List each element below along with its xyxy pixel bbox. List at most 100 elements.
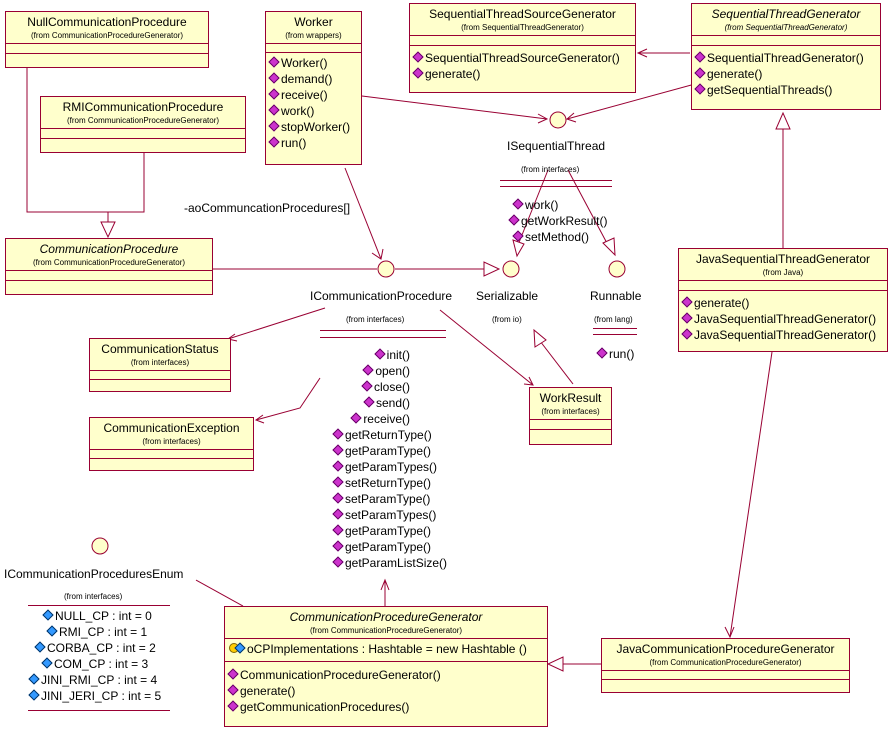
interface-name-runnable: Runnable [590, 289, 642, 303]
operation: getParamTypes() [332, 459, 447, 475]
operation: getWorkResult() [508, 213, 607, 229]
edge-worker-icp [344, 167, 382, 260]
class-work-result[interactable]: WorkResult (from interfaces) [529, 387, 612, 445]
icp-interface-circle [377, 260, 395, 278]
operation-icon [268, 136, 280, 148]
enum-constant: JINI_RMI_CP : int = 4 [28, 672, 161, 688]
operation-icon [332, 428, 344, 440]
class-package: (from SequentialThreadGenerator) [461, 23, 584, 32]
class-rmi-communication-procedure[interactable]: RMICommunicationProcedure (from Communic… [40, 96, 246, 153]
class-java-sequential-thread-generator[interactable]: JavaSequentialThreadGenerator (from Java… [678, 248, 888, 352]
class-communication-status[interactable]: CommunicationStatus (from interfaces) [89, 338, 231, 392]
class-worker[interactable]: Worker (from wrappers) Worker() demand()… [265, 11, 362, 165]
class-name: JavaSequentialThreadGenerator [695, 252, 871, 266]
operation-icon [227, 668, 239, 680]
operation: generate() [679, 295, 887, 311]
operation-icon [694, 51, 706, 63]
interface-package: (from interfaces) [64, 592, 123, 601]
class-name: NullCommunicationProcedure [27, 15, 187, 29]
operation-icon [268, 56, 280, 68]
attribute-icon [42, 609, 54, 621]
interface-name-serializable: Serializable [476, 289, 539, 303]
real-arrow-icp-serial [483, 261, 501, 277]
class-package: (from interfaces) [142, 437, 201, 446]
operation: getParamType() [332, 443, 447, 459]
operation-icon [268, 120, 280, 132]
class-java-communication-procedure-generator[interactable]: JavaCommunicationProcedureGenerator (fro… [601, 638, 850, 693]
class-null-communication-procedure[interactable]: NullCommunicationProcedure (from Communi… [5, 11, 209, 68]
operation-icon [412, 51, 424, 63]
class-package: (from CommunicationProcedureGenerator) [32, 258, 186, 267]
edge-icp-status [227, 307, 326, 340]
operation-icon [681, 328, 693, 340]
class-communication-exception[interactable]: CommunicationException (from interfaces) [89, 417, 254, 471]
interface-name-icommunicationproceduresenum: ICommunicationProceduresEnum [4, 567, 184, 581]
operation: receive() [266, 87, 361, 103]
interface-name-icommunicationprocedure: ICommunicationProcedure [310, 289, 453, 303]
iseq-interface-circle [549, 111, 567, 129]
operation: demand() [266, 71, 361, 87]
operation-icon [508, 214, 520, 226]
class-package: (from Java) [762, 268, 804, 277]
edge-enum-cpgen [195, 579, 244, 607]
edge-icp-workresult [439, 309, 534, 386]
class-sequential-thread-generator[interactable]: SequentialThreadGenerator (from Sequenti… [691, 3, 881, 110]
serializable-interface-circle [502, 260, 520, 278]
interface-package: (from interfaces) [346, 315, 405, 324]
class-name: CommunicationProcedure [39, 242, 179, 256]
operation: run() [266, 135, 361, 151]
edge-null-to-commproc [26, 67, 109, 222]
class-communication-procedure[interactable]: CommunicationProcedure (from Communicati… [5, 238, 213, 295]
operation-icon [332, 524, 344, 536]
class-name: SequentialThreadSourceGenerator [429, 7, 616, 21]
operation: SequentialThreadSourceGenerator() [410, 50, 635, 66]
class-package: (from wrappers) [285, 31, 342, 40]
edge-iseq-serial [517, 169, 549, 246]
class-communication-procedure-generator[interactable]: CommunicationProcedureGenerator (from Co… [224, 606, 548, 727]
operation-icon [373, 348, 386, 360]
operation-icon [362, 364, 374, 376]
operation: getParamType() [332, 539, 447, 555]
icommunicationprocedure-operations-2: getReturnType() getParamType() getParamT… [332, 427, 447, 571]
interface-package: (from lang) [594, 315, 633, 324]
class-package: (from CommunicationProcedureGenerator) [30, 31, 184, 40]
operation-icon [268, 104, 280, 116]
operation: generate() [692, 66, 880, 82]
isequentialthread-operations: work() getWorkResult() setMethod() [508, 197, 607, 245]
icommunicationprocedure-operations: init() open() close() send() receive() [330, 347, 410, 427]
enum-constant: CORBA_CP : int = 2 [30, 640, 161, 656]
operation: receive() [330, 411, 410, 427]
interface-package: (from io) [492, 315, 522, 324]
enum-constant: RMI_CP : int = 1 [30, 624, 161, 640]
class-package: (from interfaces) [541, 407, 600, 416]
operation: getCommunicationProcedures() [225, 699, 547, 715]
operation-icon [227, 700, 239, 712]
class-sequential-thread-source-generator[interactable]: SequentialThreadSourceGenerator (from Se… [409, 3, 636, 93]
operation: generate() [225, 683, 547, 699]
operation-icon [694, 67, 706, 79]
operation-icon [332, 556, 344, 568]
attribute-icon [34, 641, 46, 653]
runnable-interface-circle [608, 260, 626, 278]
class-package: (from SequentialThreadGenerator) [724, 23, 848, 32]
operation: work() [266, 103, 361, 119]
operation-icon [681, 296, 693, 308]
class-package: (from CommunicationProcedureGenerator) [66, 116, 220, 125]
operation: JavaSequentialThreadGenerator() [679, 327, 887, 343]
attribute-icon [41, 657, 53, 669]
operation: getSequentialThreads() [692, 82, 880, 98]
attribute-icon [28, 673, 40, 685]
operations-list: Worker() demand() receive() work() stopW… [266, 53, 361, 151]
class-name: CommunicationStatus [101, 342, 219, 356]
operation: open() [330, 363, 410, 379]
association-role-label: -aoCommuncationProcedures[] [184, 201, 351, 215]
operation: setMethod() [510, 229, 607, 245]
class-name: SequentialThreadGenerator [711, 7, 861, 21]
class-package: (from CommunicationProcedureGenerator) [309, 626, 463, 635]
operation-icon [227, 684, 239, 696]
class-name: JavaCommunicationProcedureGenerator [616, 642, 835, 656]
operation-icon [332, 540, 344, 552]
interface-name-isequentialthread: ISequentialThread [507, 139, 606, 153]
operation: close() [330, 379, 410, 395]
